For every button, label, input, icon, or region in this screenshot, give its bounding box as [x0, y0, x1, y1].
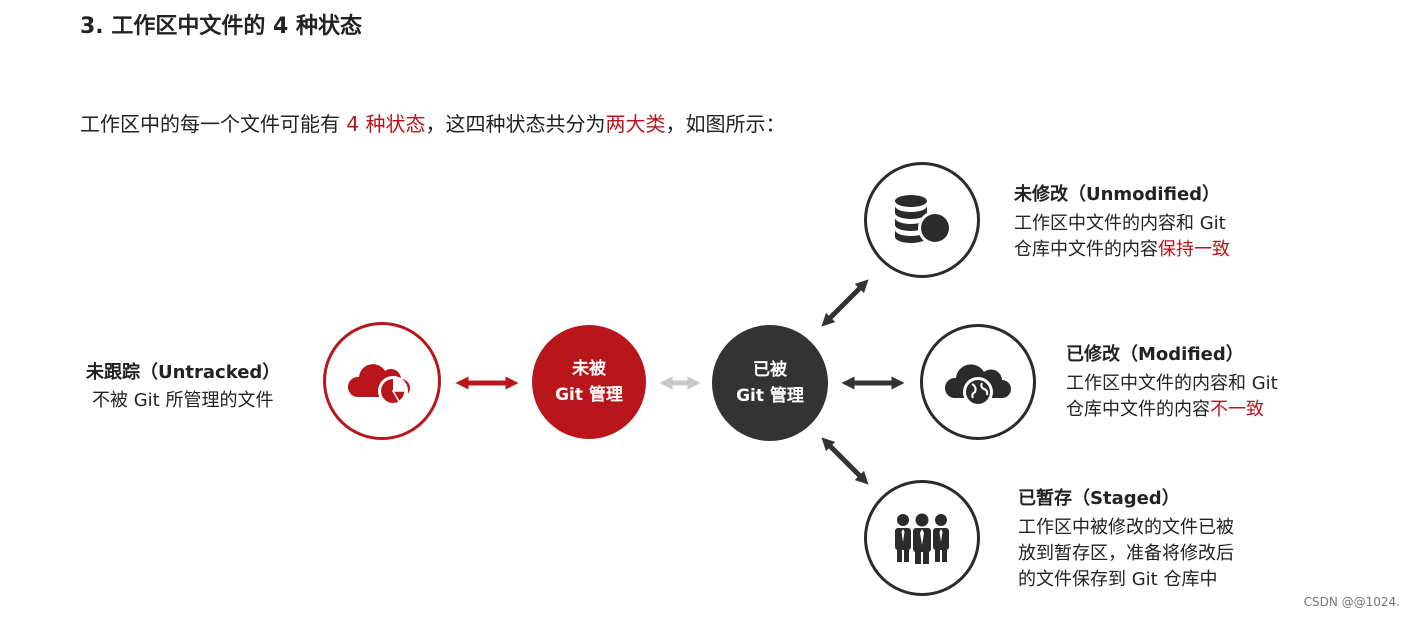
managed-line1: 已被 [753, 360, 787, 380]
people-group-icon [895, 513, 949, 564]
untracked-icon-circle [323, 322, 441, 440]
watermark: CSDN @@1024. [1303, 595, 1400, 609]
untracked-title: 未跟踪（Untracked） [86, 362, 281, 383]
intro-highlight-categories: 两大类 [605, 112, 666, 136]
modified-icon-circle [920, 324, 1036, 440]
not-managed-node: 未被 Git 管理 [532, 325, 646, 439]
intro-text: 工作区中的每一个文件可能有 4 种状态，这四种状态共分为两大类，如图所示： [80, 108, 785, 137]
unmodified-line2: 仓库中文件的内容保持一致 [1014, 237, 1230, 263]
managed-node: 已被 Git 管理 [712, 325, 828, 441]
intro-part1: 工作区中的每一个文件可能有 [80, 112, 347, 136]
staged-icon-circle [864, 480, 980, 596]
unmodified-icon-circle [864, 162, 980, 278]
cloud-pie-icon [347, 364, 410, 406]
untracked-desc: 不被 Git 所管理的文件 [92, 390, 274, 411]
intro-part2: ，这四种状态共分为 [425, 112, 606, 136]
unmodified-line2-text: 仓库中文件的内容 [1014, 239, 1158, 260]
page-title: 3. 工作区中文件的 4 种状态 [80, 14, 362, 39]
unmodified-title: 未修改（Unmodified） [1014, 184, 1221, 205]
staged-line2: 放到暂存区，准备将修改后 [1018, 543, 1234, 564]
arrow-managed-staged [821, 437, 869, 485]
not-managed-line1: 未被 [572, 359, 606, 379]
staged-line3: 的文件保存到 Git 仓库中 [1018, 569, 1218, 590]
managed-line2: Git 管理 [736, 386, 804, 406]
modified-highlight: 不一致 [1210, 399, 1264, 420]
intro-highlight-states: 4 种状态 [346, 112, 426, 136]
not-managed-line2: Git 管理 [555, 385, 623, 405]
unmodified-line1: 工作区中文件的内容和 Git [1014, 213, 1226, 234]
staged-line1: 工作区中被修改的文件已被 [1018, 517, 1234, 538]
unmodified-highlight: 保持一致 [1158, 239, 1230, 260]
modified-line2-text: 仓库中文件的内容 [1066, 399, 1210, 420]
modified-line1: 工作区中文件的内容和 Git [1066, 373, 1278, 394]
cloud-globe-icon [944, 364, 1011, 407]
modified-line2: 仓库中文件的内容不一致 [1066, 397, 1264, 423]
modified-title: 已修改（Modified） [1066, 344, 1244, 365]
arrow-managed-unmodified [821, 279, 869, 327]
database-icon [895, 195, 952, 245]
staged-title: 已暂存（Staged） [1018, 488, 1180, 509]
intro-part3: ，如图所示： [665, 112, 786, 136]
